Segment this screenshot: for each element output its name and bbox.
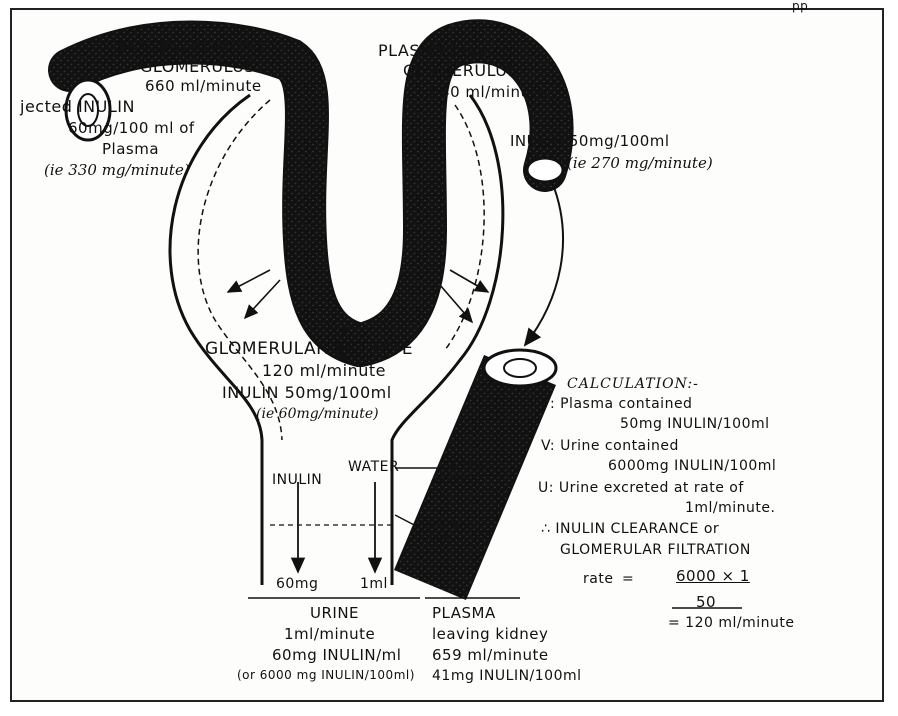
injected-inulin-concentration: 60mg/100 ml of xyxy=(68,120,195,137)
calc-result: = 120 ml/minute xyxy=(668,616,794,631)
plasma-out-label: leaving kidney xyxy=(432,626,548,643)
injected-inulin-plasma: Plasma xyxy=(102,141,159,158)
reabsorbed-water-tag: WATER xyxy=(434,478,468,488)
plasma-out-rate: 659 ml/minute xyxy=(432,647,549,664)
calc-u-line2: 1ml/minute. xyxy=(685,501,775,516)
filtrate-rate: 120 ml/minute xyxy=(262,362,386,380)
urine-rate: 1ml/minute xyxy=(284,626,375,643)
tubule-inulin-output: 60mg xyxy=(276,577,318,592)
injected-inulin-label: jected INULIN xyxy=(20,98,135,116)
tubule-water-label: WATER xyxy=(348,460,399,475)
calc-clearance-line2: GLOMERULAR FILTRATION xyxy=(560,543,751,558)
reabsorbed-inulin-amount: 40mg xyxy=(428,519,467,533)
calc-p-line2: 50mg INULIN/100ml xyxy=(620,417,770,432)
tubule-water-output: 1ml xyxy=(360,577,388,592)
plasma-leaving-rate: 540 ml/minute xyxy=(430,84,547,101)
calc-v-line1: V: Urine contained xyxy=(541,439,679,454)
plasma-out-inulin: 41mg INULIN/100ml xyxy=(432,669,582,684)
reabsorbed-water-amount: 119ml xyxy=(440,460,484,474)
corner-page-text: pp xyxy=(792,0,808,13)
reabsorbed-inulin-tag: INULIN xyxy=(430,536,463,546)
calc-u-line1: U: Urine excreted at rate of xyxy=(538,481,744,496)
plasma-leaving-label: PLASMA leaving xyxy=(378,42,513,60)
calc-v-line2: 6000mg INULIN/100ml xyxy=(608,459,776,474)
calc-rate-label: rate xyxy=(583,572,613,587)
injected-inulin-rate: (ie 330 mg/minute) xyxy=(44,162,190,179)
urine-inulin-per-100ml: (or 6000 mg INULIN/100ml) xyxy=(237,669,415,682)
plasma-out-title: PLASMA xyxy=(432,605,496,622)
plasma-leaving-glomerulus: GLOMERULUS xyxy=(403,62,518,80)
filtrate-inulin: INULIN 50mg/100ml xyxy=(222,384,392,402)
plasma-entering-rate: 660 ml/minute xyxy=(145,78,262,95)
tubule-inulin-label: INULIN xyxy=(272,473,322,488)
calculation-title: CALCULATION:- xyxy=(567,377,699,392)
urine-title: URINE xyxy=(310,605,359,622)
plasma-entering-glomerulus: GLOMERULUS xyxy=(140,58,255,76)
efferent-inulin-rate: (ie 270 mg/minute) xyxy=(567,155,713,172)
calc-p-line1: P: Plasma contained xyxy=(541,397,692,412)
plasma-entering-label: PLASMA entering xyxy=(118,38,263,56)
calc-numerator: 6000 × 1 xyxy=(676,568,750,585)
calc-denominator: 50 xyxy=(696,594,716,611)
calc-clearance-line1: ∴ INULIN CLEARANCE or xyxy=(541,522,719,537)
filtrate-title: GLOMERULAR FILTRATE xyxy=(205,340,413,359)
efferent-inulin-concentration: INULIN 50mg/100ml xyxy=(510,133,670,150)
filtrate-inulin-rate: (ie 60mg/minute) xyxy=(256,407,379,422)
calc-equals: = xyxy=(622,572,634,587)
urine-inulin: 60mg INULIN/ml xyxy=(272,647,401,664)
